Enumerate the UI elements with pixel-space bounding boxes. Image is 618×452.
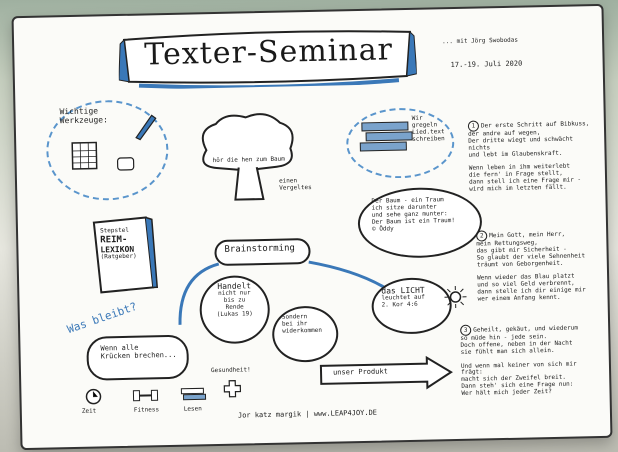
note-2-line-1: Mein Gott, mein Herr, (489, 230, 566, 240)
tree-icon (201, 113, 294, 201)
was-bleibt-heading: Was bleibt? (65, 299, 139, 337)
kruecken-line-2: Krücken brechen... (100, 350, 177, 361)
product-label: unser Produkt (332, 367, 388, 377)
note-2-line-10: wer einem Anfang kennt. (477, 293, 561, 303)
book-icon (92, 216, 159, 294)
icon-label-zeit: Zeit (81, 407, 97, 415)
rules-text: Wir gregeln Lied.text schreiben (412, 115, 445, 143)
books-icon (180, 387, 207, 401)
sondern-text: Sondern bei ihr widerkommen (282, 313, 322, 335)
book-line-4: (Ratgeber) (100, 253, 137, 261)
gesundheit-label: Gesundheit! (210, 366, 251, 375)
rules-text-4: schreiben (412, 134, 445, 143)
note-3-line-1: Geheilt, gekäut, und wiederum (473, 324, 579, 334)
dumbbell-icon (132, 389, 159, 402)
tree-caption-2: Vergeltes (279, 183, 312, 192)
title-banner (118, 30, 418, 90)
tree-caption: einen Vergeltes (279, 177, 312, 192)
sondern-line-3: widerkommen (282, 326, 322, 335)
paper-stack-icon (359, 121, 413, 152)
dream-text: Der Baum - ein Traum ich sitze darunter … (371, 196, 455, 233)
tree-text-1: hör die (212, 156, 238, 165)
note-1-line-10: wird mich im letzten fällt. (469, 183, 567, 193)
licht-line-3: 2. Kor 4:6 (381, 300, 418, 309)
handelt-line-5: (Lukas 19) (216, 310, 253, 318)
book-text: Stepstel REIM- LEXIKON (Ratgeber) (100, 227, 137, 262)
health-cross-icon (223, 380, 242, 398)
note-3-line-10: Wer hält mich jeder Zeit? (461, 388, 552, 398)
pencil-icon (135, 114, 157, 141)
author-line: ... mit Jörg Swobodas (442, 36, 519, 46)
page-title: Texter-Seminar (143, 32, 394, 73)
tree-text-2: hen zum (241, 155, 267, 164)
note-1-line-1: Der erste Schritt auf Bibkuss, (480, 120, 590, 130)
calendar-icon (71, 141, 98, 170)
tools-label: Wichtige Werkzeuge: (59, 106, 108, 125)
product-arrow (319, 355, 453, 390)
handelt-text: Handelt nicht nur bis zu Rende (Lukas 19… (211, 281, 258, 319)
kruecken-text: Wenn alle Krücken brechen... (100, 343, 176, 361)
licht-text: das LICHT leuchtet auf 2. Kor 4:6 (381, 286, 425, 310)
clock-icon (85, 388, 102, 405)
icon-label-lesen: Lesen (183, 405, 202, 413)
tree-text-3: Baum (270, 155, 285, 163)
book-line-2: REIM- (100, 234, 128, 246)
sun-icon (444, 286, 467, 309)
tools-label-line-2: Werkzeuge: (59, 115, 108, 126)
sketchnote-sheet: Texter-Seminar ... mit Jörg Swobodas 17.… (11, 3, 613, 451)
date-line: 17.-19. Juli 2020 (450, 59, 523, 70)
eraser-icon (116, 157, 135, 171)
icon-label-fitness: Fitness (133, 406, 160, 414)
footer-signature: Jor katz margik | www.LEAP4JOY.DE (237, 408, 378, 420)
